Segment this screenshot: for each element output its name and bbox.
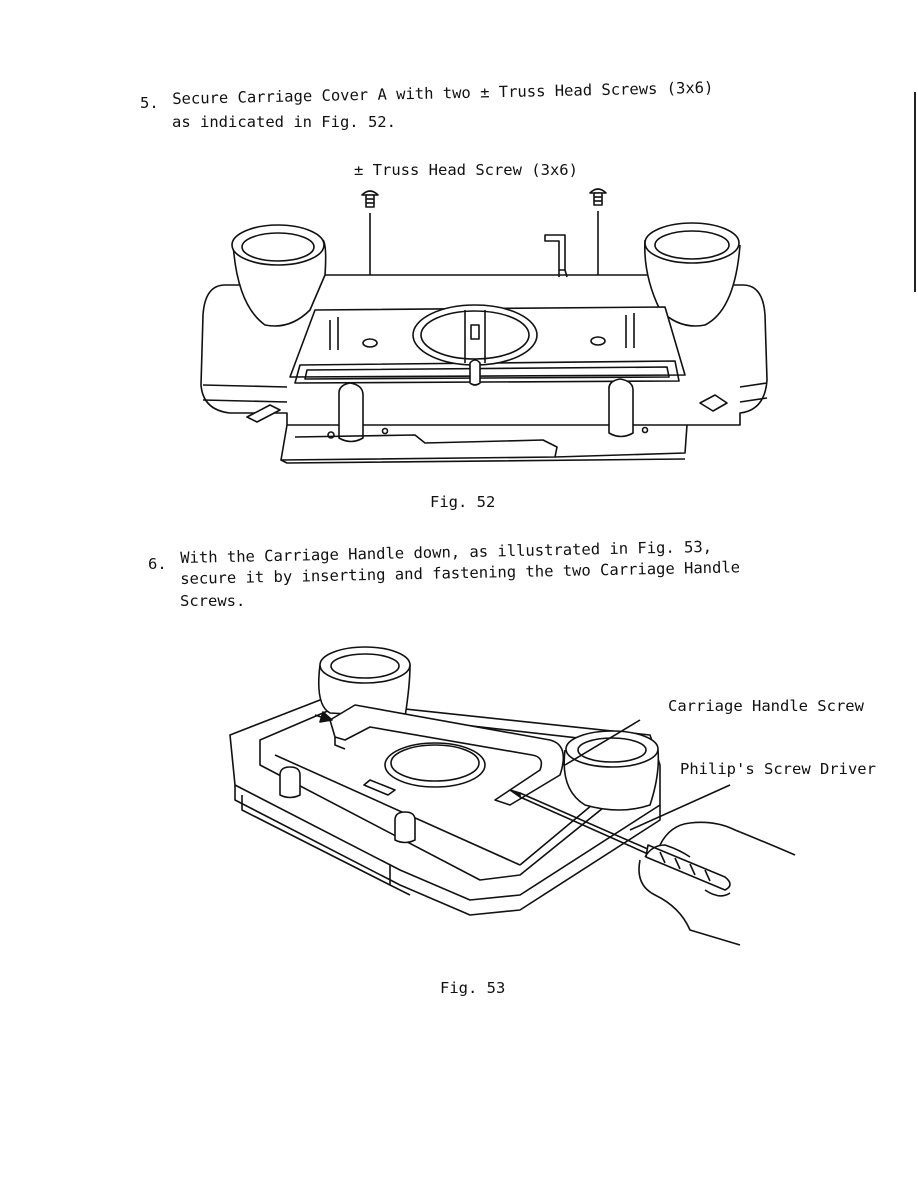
step-6-line-3: Screws. — [180, 592, 246, 610]
truss-screw-callout: ± Truss Head Screw (3x6) — [354, 161, 578, 179]
step-5-line-2: as indicated in Fig. 52. — [172, 113, 396, 131]
scan-edge-mark — [914, 92, 916, 292]
step-5-line-1: Secure Carriage Cover A with two ± Truss… — [172, 78, 714, 108]
truss-screw-icon-left — [361, 190, 379, 208]
fig-52-caption: Fig. 52 — [430, 493, 496, 511]
carriage-handle-screw-callout: Carriage Handle Screw — [668, 697, 864, 715]
screw-driver-callout: Philip's Screw Driver — [680, 760, 876, 778]
fig-53-caption: Fig. 53 — [440, 979, 506, 997]
step-5-number: 5. — [140, 94, 159, 112]
step-6-number: 6. — [148, 555, 167, 573]
truss-screw-icon-right — [589, 188, 607, 206]
fig-52-illustration — [200, 188, 768, 464]
fig-53-illustration — [229, 646, 796, 946]
